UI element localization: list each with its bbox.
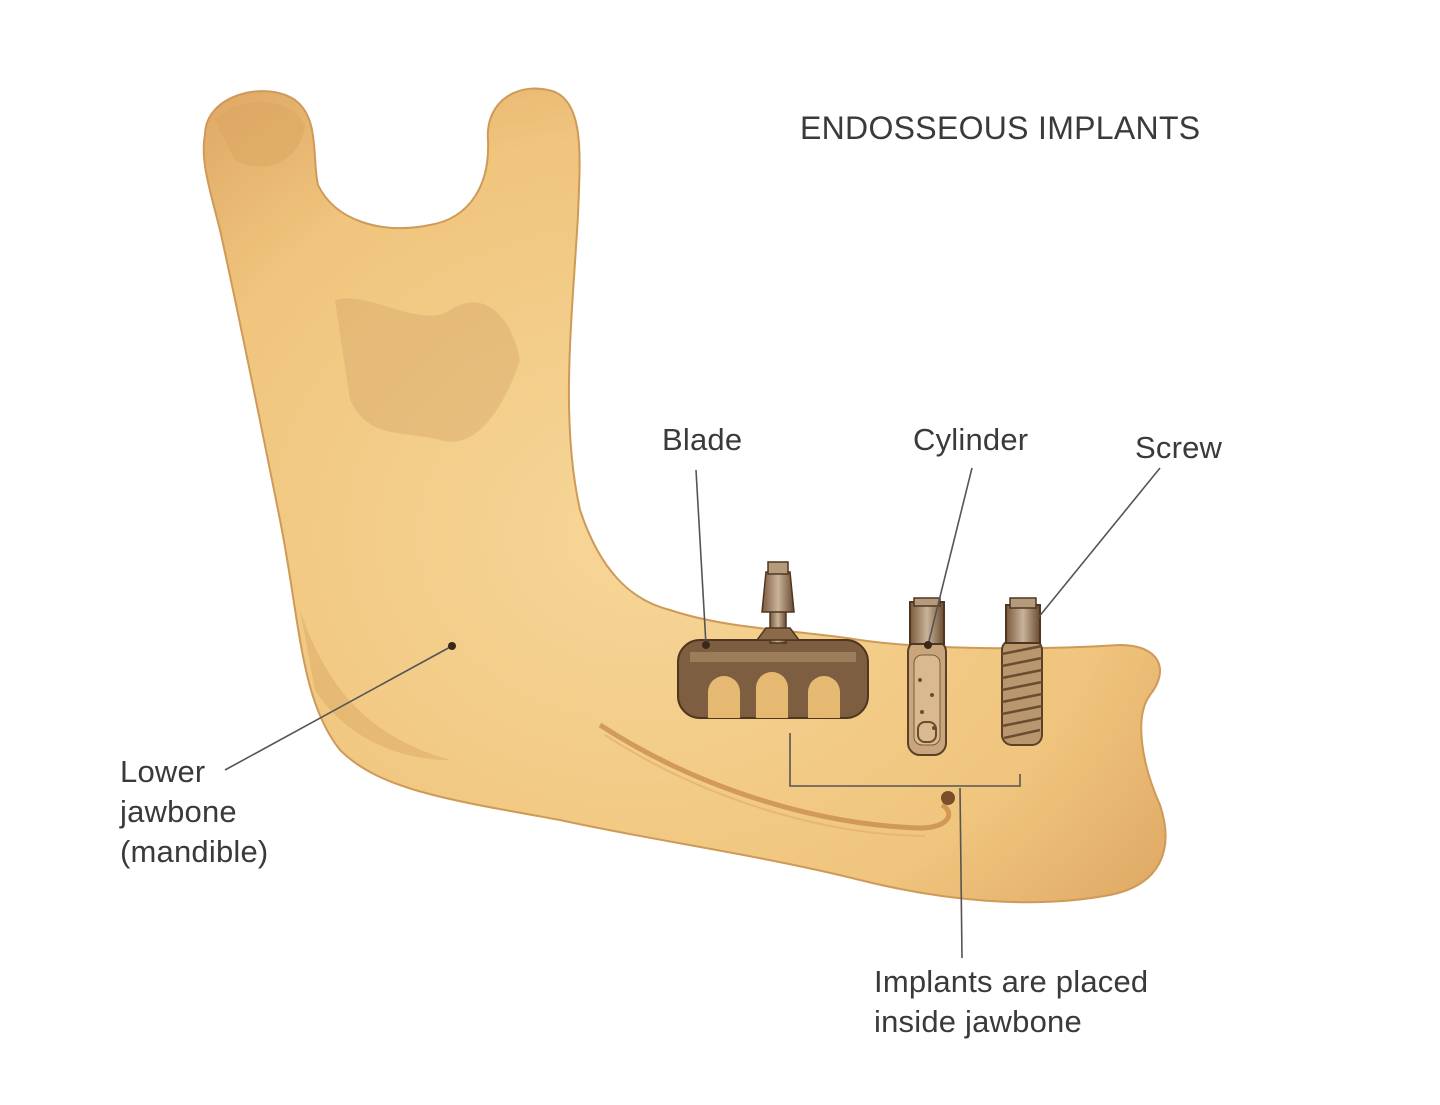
label-screw: Screw [1135,430,1223,465]
leader-dot-jawbone [448,642,456,650]
label-blade: Blade [662,422,743,457]
leader-line-implants-note [959,787,963,959]
blade-implant [677,561,869,719]
cylinder-implant [907,597,947,756]
leader-lines [224,467,1161,959]
nerve-canal-inner [604,734,926,837]
leader-dot-cylinder [924,641,932,649]
leader-dot-canal [941,791,955,805]
label-cylinder: Cylinder [913,422,1029,457]
inner-edge-shading [300,610,450,760]
leader-bracket-implants [789,733,1021,787]
condyle-shading [215,101,305,167]
label-implants-note: Implants are placed inside jawbone [874,964,1149,1039]
ramus-shading [335,298,520,442]
leader-line-screw [1037,467,1161,619]
leader-line-cylinder [927,467,973,646]
leader-dots [448,641,955,805]
nerve-canal [598,722,952,831]
diagram-title: ENDOSSEOUS IMPLANTS [800,110,1201,146]
screw-implant [1001,597,1043,746]
jawbone-shape [202,87,1167,904]
label-lower-jawbone: Lower jawbone (mandible) [120,754,269,869]
leader-dot-blade [702,641,710,649]
leader-line-blade [695,469,707,646]
leader-line-jawbone [224,645,453,771]
